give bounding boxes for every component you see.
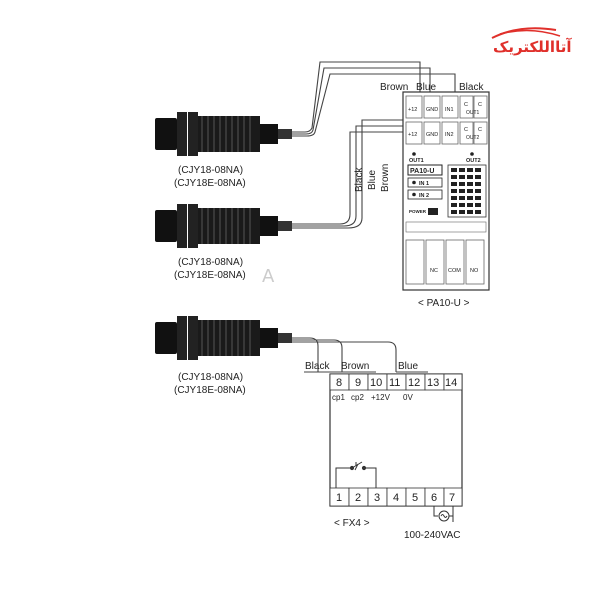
pa10-b-4: NO (470, 268, 479, 274)
wire-label-blue-mid: Blue (367, 170, 378, 190)
pa10-power-label: POWER (409, 209, 427, 214)
fx4-b1: 1 (336, 492, 342, 504)
pa10-bottom-terminals: NC COM NO (405, 239, 485, 285)
sensor-1-wires (292, 61, 456, 137)
pa10-t1-3: IN1 (445, 107, 454, 113)
ac-supply-label: 100-240VAC (404, 530, 461, 541)
pa10-panel-label: PA10-U (410, 168, 434, 175)
wire-label-black-mid: Black (354, 167, 365, 192)
pa10-t2-1: +12 (408, 132, 417, 138)
pa10-t2-2: GND (426, 132, 438, 138)
fx4-t9: 9 (355, 377, 361, 389)
pa10-name: < PA10-U > (418, 298, 470, 309)
sensor-1-model-1: (CJY18-08NA) (178, 165, 243, 176)
fx4-t12: 12 (408, 377, 420, 389)
fx4-label-0v: 0V (403, 393, 413, 402)
wire-label-black-bottom: Black (305, 361, 330, 372)
pa10-in2-label: IN 2 (419, 193, 429, 199)
pa10-dip-switches (447, 164, 487, 218)
sensor-2-wires (292, 119, 459, 229)
pa10-t1-4: C (464, 102, 468, 108)
pa10-t1-5: C (478, 102, 482, 108)
wire-label-brown-top: Brown (380, 82, 408, 93)
sensor-3-model-2: (CJY18E-08NA) (174, 385, 246, 396)
logo-text: آتااللکتریک (493, 38, 572, 56)
fx4-t14: 14 (445, 377, 457, 389)
pa10-t1-2: GND (426, 107, 438, 113)
fx4-b3: 3 (374, 492, 380, 504)
pa10-t2-4: C (464, 127, 468, 133)
fx4-b6: 6 (431, 492, 437, 504)
pa10-t2-3: IN2 (445, 132, 454, 138)
pa10-top-row-2: +12 GND IN2 C C OUT2 (405, 121, 488, 145)
pa10-top-row-1: +12 GND IN1 C C OUT1 (405, 95, 488, 119)
sensor-1: (CJY18-08NA) (CJY18E-08NA) (155, 112, 292, 189)
wire-label-blue-bottom: Blue (398, 361, 418, 372)
fx4-module: 8 9 10 11 12 13 14 cp1 cp2 +12V 0V (329, 373, 463, 541)
fx4-t13: 13 (427, 377, 439, 389)
fx4-relay-contact (335, 461, 377, 488)
ac-supply-symbol (433, 506, 454, 522)
sensor-1-model-2: (CJY18E-08NA) (174, 178, 246, 189)
fx4-t11: 11 (389, 377, 400, 389)
fx4-bottom-terminals: 1 2 3 4 5 6 7 (329, 487, 463, 507)
fx4-b2: 2 (355, 492, 361, 504)
fx4-b5: 5 (412, 492, 418, 504)
fx4-top-terminals: 8 9 10 11 12 13 14 (329, 373, 463, 391)
fx4-name: < FX4 > (334, 518, 370, 529)
wire-label-black-top: Black (459, 82, 484, 93)
pa10-t1-1: +12 (408, 107, 417, 113)
pa10-in1-label: IN 1 (419, 181, 429, 187)
pa10-out2-label: OUT2 (466, 158, 481, 164)
brand-logo: آتااللکتریک (491, 27, 572, 56)
sensor-3-wires (292, 337, 397, 372)
fx4-t10: 10 (370, 377, 382, 389)
sensor-2: (CJY18-08NA) (CJY18E-08NA) (155, 204, 292, 281)
sensor-2-model-2: (CJY18E-08NA) (174, 270, 246, 281)
pa10-b-2: NC (430, 268, 438, 274)
fx4-b7: 7 (449, 492, 455, 504)
wire-label-brown-bottom: Brown (341, 361, 369, 372)
pa10-t1-out: OUT1 (466, 110, 480, 116)
pa10-t2-out: OUT2 (466, 135, 480, 141)
sensor-3: (CJY18-08NA) (CJY18E-08NA) (155, 316, 292, 396)
wire-label-blue-top: Blue (416, 82, 436, 93)
sensor-2-model-1: (CJY18-08NA) (178, 257, 243, 268)
watermark: A (262, 266, 275, 287)
fx4-label-cp1: cp1 (332, 393, 345, 402)
fx4-label-cp2: cp2 (351, 393, 364, 402)
pa10-t2-5: C (478, 127, 482, 133)
pa10-out1-label: OUT1 (409, 158, 424, 164)
sensor-3-model-1: (CJY18-08NA) (178, 372, 243, 383)
pa10-module: +12 GND IN1 C C OUT1 +12 GND IN2 C C OUT… (402, 91, 490, 309)
fx4-b4: 4 (393, 492, 399, 504)
fx4-label-12v: +12V (371, 393, 391, 402)
wire-label-brown-mid: Brown (380, 164, 391, 192)
fx4-t8: 8 (336, 377, 342, 389)
pa10-b-3: COM (448, 268, 461, 274)
